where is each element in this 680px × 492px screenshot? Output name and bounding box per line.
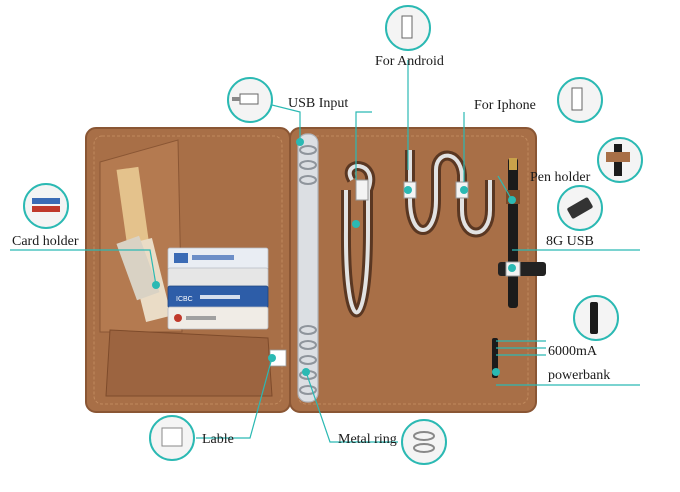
usb-input-label: USB Input [288, 96, 349, 111]
binder-spine [297, 133, 319, 403]
usb-drive [498, 262, 546, 276]
label-tag-icon [149, 415, 195, 461]
lable-label: Lable [202, 432, 234, 447]
powerbank-capacity-label: 6000mA [548, 344, 597, 359]
organizer-body: ICBC [85, 127, 546, 413]
card-stack: ICBC [167, 247, 269, 330]
powerbank-label: powerbank [548, 368, 611, 383]
android-connector-icon [385, 5, 431, 51]
usb-cable-icon [227, 77, 273, 123]
metal-rings [299, 145, 317, 395]
paper-insert [116, 166, 150, 250]
metal-ring-label: Metal ring [338, 432, 397, 447]
thumbnails [23, 5, 643, 465]
for-android-label: For Android [375, 54, 444, 69]
pen [508, 158, 518, 308]
card-grey [167, 267, 269, 289]
callout-dots [152, 138, 516, 376]
metal-ring-icon [401, 419, 447, 465]
powerbank-icon [573, 295, 619, 341]
card-cmb [167, 306, 269, 330]
card-stack-icon [23, 183, 69, 229]
usb-8g-label: 8G USB [546, 234, 594, 249]
pen-holder-label: Pen holder [530, 170, 591, 185]
callout-lines [10, 60, 640, 443]
lightning-connector-icon [557, 77, 603, 123]
usb-drive-icon [557, 185, 603, 231]
card-holder-label: Card holder [12, 234, 79, 249]
pen-icon [597, 137, 643, 183]
svg-text:ICBC: ICBC [176, 296, 193, 303]
for-iphone-label: For Iphone [474, 98, 536, 113]
